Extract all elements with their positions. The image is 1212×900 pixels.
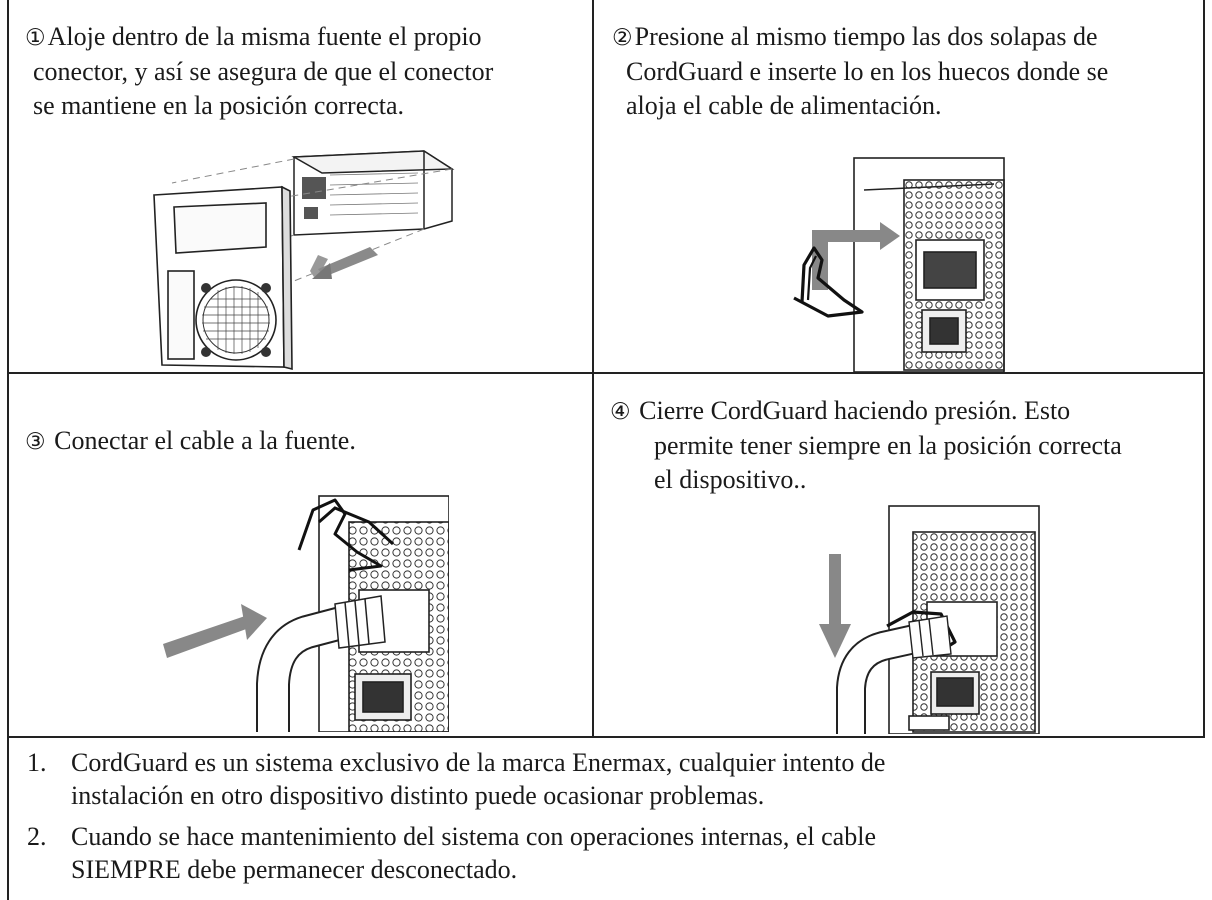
step-2-line-2: CordGuard e inserte lo en los huecos don… [626, 57, 1109, 86]
note-1-line-2: instalación en otro dispositivo distinto… [71, 781, 765, 810]
step-4-line-3: el dispositivo.. [654, 465, 807, 494]
step-2-text: ②Presione al mismo tiempo las dos solapa… [612, 20, 1108, 123]
instruction-table: ①Aloje dentro de la misma fuente el prop… [7, 0, 1205, 738]
step-4-text: ④ Cierre CordGuard haciendo presión. Est… [610, 394, 1122, 497]
step-2-number: ② [612, 25, 633, 51]
step-1-number: ① [25, 25, 46, 51]
note-2-text: Cuando se hace mantenimiento del sistema… [71, 820, 876, 886]
step-2-line-1: Presione al mismo tiempo las dos solapas… [634, 22, 1098, 51]
step-1-line-3: se mantiene en la posición correcta. [33, 91, 405, 120]
step-4-cell: ④ Cierre CordGuard haciendo presión. Est… [594, 374, 1203, 736]
step-3-text: ③ Conectar el cable a la fuente. [25, 424, 356, 459]
step-4-line-2: permite tener siempre en la posición cor… [654, 431, 1122, 460]
note-2-number: 2. [27, 822, 47, 851]
note-2-line-2: SIEMPRE debe permanecer desconectado. [71, 855, 518, 884]
step-1-text: ①Aloje dentro de la misma fuente el prop… [25, 20, 493, 123]
step-4-number: ④ [610, 399, 631, 425]
psu-mounting-illustration [153, 150, 455, 371]
notes-section: 1. CordGuard es un sistema exclusivo de … [7, 738, 1205, 900]
note-2-line-1: Cuando se hace mantenimiento del sistema… [71, 822, 876, 851]
note-1-number: 1. [27, 748, 47, 777]
step-2-line-3: aloja el cable de alimentación. [626, 91, 942, 120]
step-3-number: ③ [25, 429, 46, 455]
step-3-line-1: Conectar el cable a la fuente. [47, 426, 356, 455]
step-2-cell: ②Presione al mismo tiempo las dos solapa… [594, 0, 1203, 374]
cordguard-close-illustration [819, 505, 1040, 734]
step-1-cell: ①Aloje dentro de la misma fuente el prop… [9, 0, 594, 374]
note-1-text: CordGuard es un sistema exclusivo de la … [71, 746, 885, 812]
cable-connect-illustration [163, 495, 449, 732]
note-1-line-1: CordGuard es un sistema exclusivo de la … [71, 748, 886, 777]
step-4-line-1: Cierre CordGuard haciendo presión. Esto [632, 396, 1071, 425]
step-1-line-1: Aloje dentro de la misma fuente el propi… [47, 22, 482, 51]
step-3-cell: ③ Conectar el cable a la fuente. [9, 374, 594, 736]
cordguard-insert-illustration [793, 157, 1005, 372]
step-1-line-2: conector, y así se asegura de que el con… [33, 57, 494, 86]
